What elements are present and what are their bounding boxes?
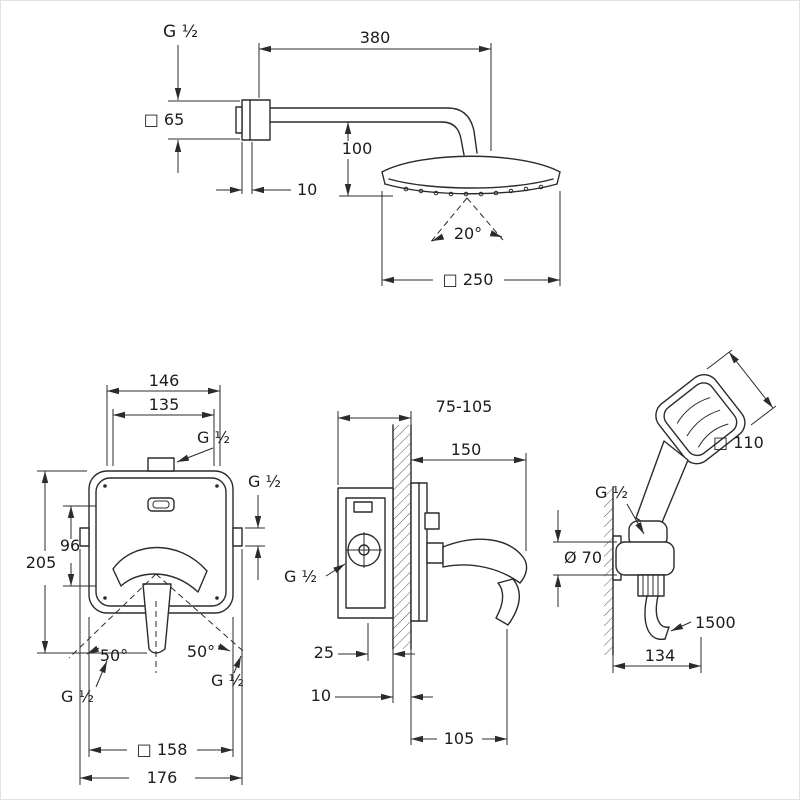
right-connection-stub xyxy=(232,527,243,547)
head-size-label: □ 250 xyxy=(443,270,494,289)
thread-top-label: G ½ xyxy=(197,428,230,447)
wall-plate-size-label: □ 65 xyxy=(144,110,185,129)
valve-stem xyxy=(426,542,444,564)
side-lever-grip xyxy=(495,578,520,626)
swing-left-label: 50° xyxy=(100,646,128,665)
swing-line-left xyxy=(68,573,157,659)
lever-reach-label: 150 xyxy=(451,440,482,459)
arm-length-label: 380 xyxy=(360,28,391,47)
diverter-cap xyxy=(424,512,440,530)
height-inner-label: 96 xyxy=(60,536,80,555)
holder-reach-label: 134 xyxy=(645,646,676,665)
plate-depth-label: 10 xyxy=(297,180,317,199)
width-upper-label: 146 xyxy=(149,371,180,390)
hose-nut xyxy=(637,574,665,597)
hose-thread-label: G ½ xyxy=(595,483,628,502)
width-inner-label: 135 xyxy=(149,395,180,414)
concealed-valve-body xyxy=(337,487,394,619)
plate-size-label: □ 158 xyxy=(137,740,188,759)
left-connection-stub xyxy=(79,527,90,547)
top-connection-stub xyxy=(147,457,175,472)
depth-rear-label: 25 xyxy=(314,643,334,662)
width-total-label: 176 xyxy=(147,768,178,787)
wall-hatch xyxy=(604,487,613,655)
hand-shower-head xyxy=(655,373,746,465)
wall-section xyxy=(393,425,411,649)
head-shower-drawing: G ½ □ 65 380 100 10 20° □ 250 xyxy=(144,22,561,289)
mixer-front-view-drawing: 146 135 G ½ G ½ 205 96 50° 50° G ½ G ½ □… xyxy=(26,371,281,787)
front-depth-label: 105 xyxy=(444,729,475,748)
lever-blade xyxy=(112,546,208,593)
thread-bottom-left-label: G ½ xyxy=(61,687,94,706)
holder-diameter-label: Ø 70 xyxy=(564,548,602,567)
thread-bottom-right-label: G ½ xyxy=(211,671,244,690)
hand-shower-handle xyxy=(635,440,689,533)
arm-thread-label: G ½ xyxy=(163,22,198,42)
shower-arm-wall-plate xyxy=(241,99,271,141)
shower-hose xyxy=(644,595,666,640)
spray-angle-label: 20° xyxy=(454,224,482,243)
indicator-cap xyxy=(147,497,175,512)
side-thread-label: G ½ xyxy=(284,567,317,586)
thread-side-label: G ½ xyxy=(248,472,281,491)
hand-shower-size-label: □ 110 xyxy=(713,433,764,452)
side-lever-blade xyxy=(442,538,528,584)
hose-length-label: 1500 xyxy=(695,613,736,632)
height-total-label: 205 xyxy=(26,553,57,572)
shower-holder xyxy=(612,520,675,597)
install-depth-label: 75-105 xyxy=(436,397,493,416)
hand-shower-drawing: □ 110 G ½ Ø 70 1500 134 xyxy=(553,349,777,673)
lever-grip xyxy=(142,583,172,654)
mixer-side-view-drawing: 75-105 150 G ½ 25 10 105 xyxy=(284,397,528,748)
wall-gap-label: 10 xyxy=(311,686,331,705)
head-height-label: 100 xyxy=(342,139,373,158)
overhead-shower-head xyxy=(381,155,561,197)
swing-right-label: 50° xyxy=(187,642,215,661)
